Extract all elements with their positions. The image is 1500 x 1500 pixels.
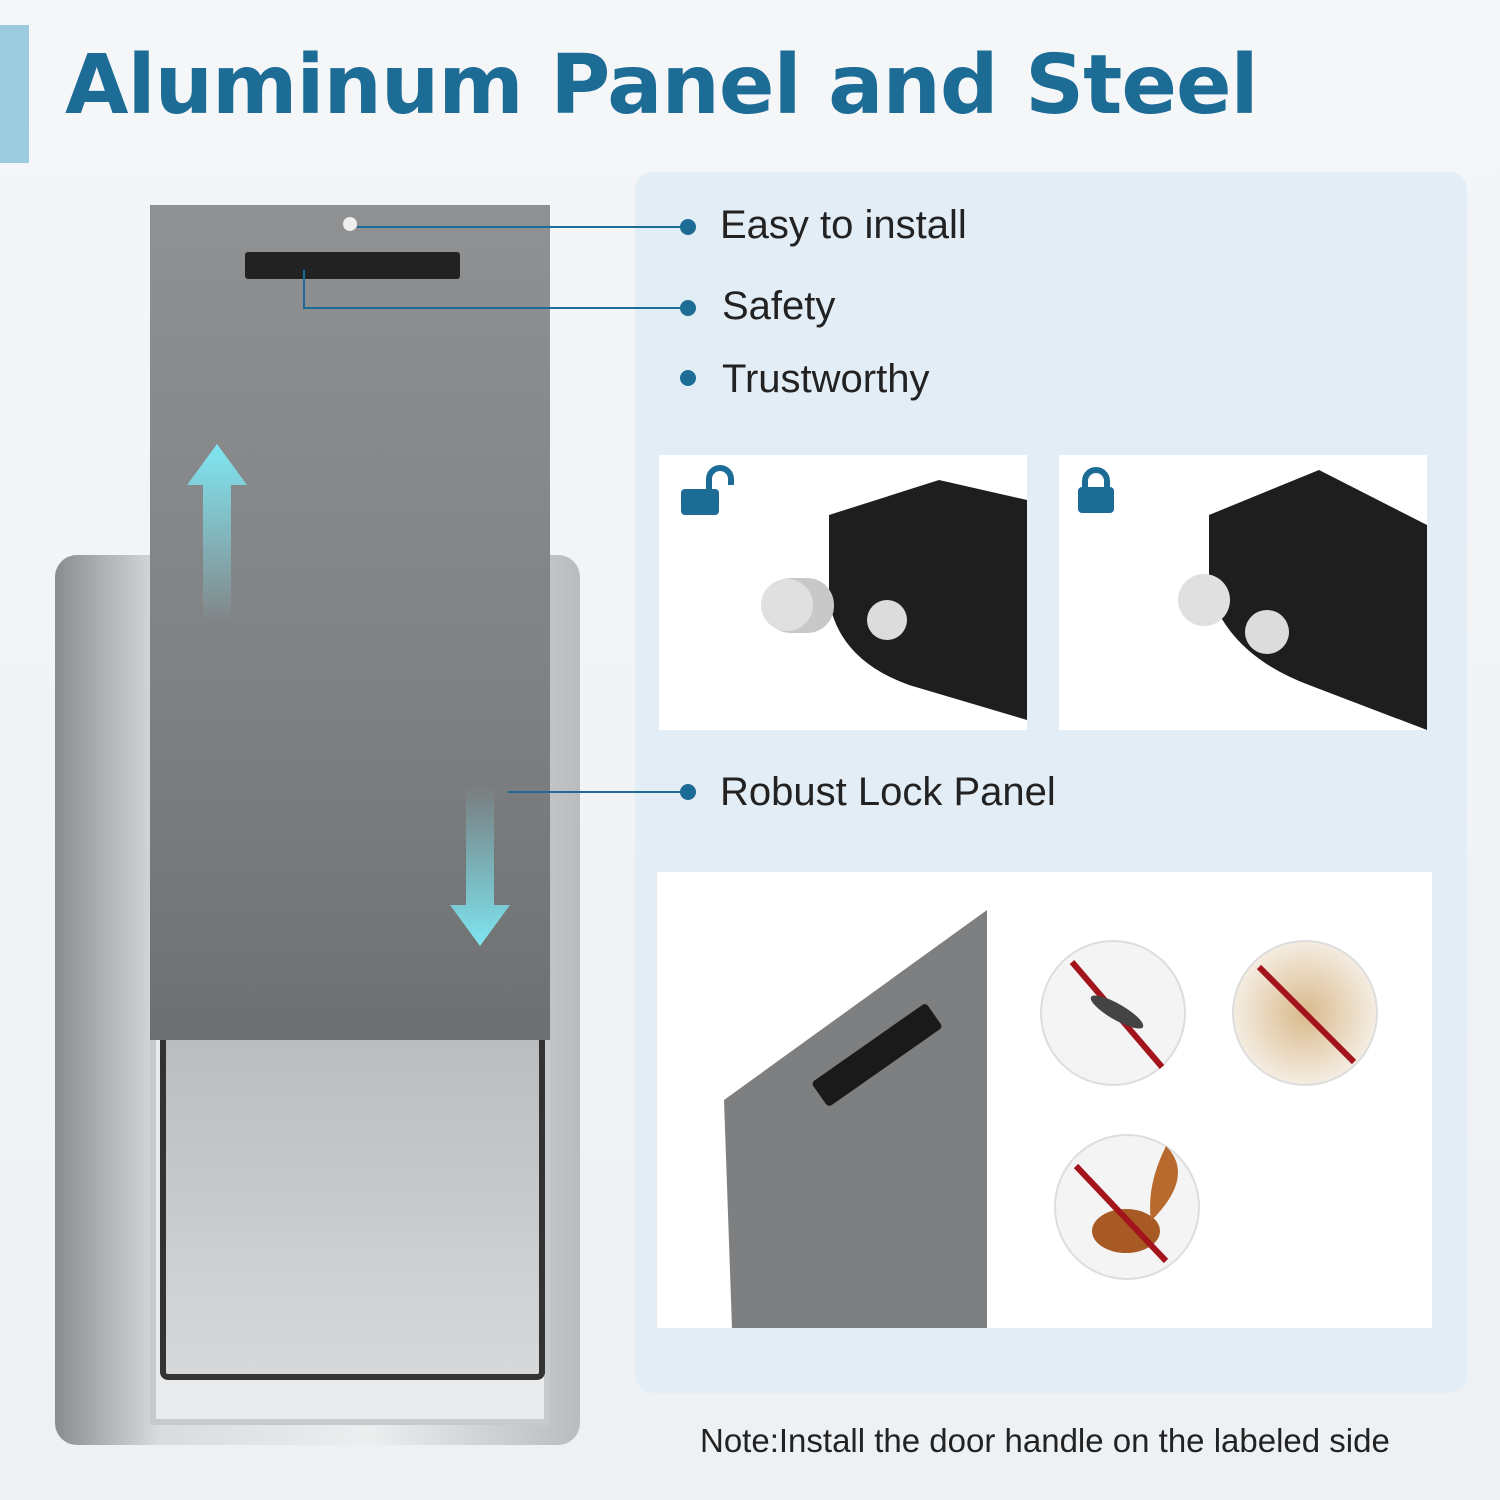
feature-robust-lock: Robust Lock Panel [720, 770, 1056, 814]
unlocked-padlock-icon [681, 465, 734, 515]
feature-trustworthy: Trustworthy [722, 357, 930, 401]
page-title: Aluminum Panel and Steel [65, 38, 1259, 133]
connector-line [357, 226, 687, 228]
feature-easy-install: Easy to install [720, 203, 967, 247]
door-flap [160, 1020, 545, 1380]
no-dust-icon [1232, 940, 1378, 1086]
bullet-dot [680, 219, 696, 235]
no-mosquito-icon [1040, 940, 1186, 1086]
lock-bolt-extended [1178, 470, 1427, 730]
bullet-dot [680, 370, 696, 386]
panel-hole [343, 217, 357, 231]
arrow-up-icon [187, 444, 247, 625]
arrow-down-icon [450, 784, 510, 946]
locked-padlock-icon [1078, 467, 1114, 513]
locked-state-card [1059, 455, 1427, 730]
no-squirrel-icon [1054, 1134, 1200, 1280]
bullet-dot [680, 784, 696, 800]
bullet-dot [680, 300, 696, 316]
feature-safety: Safety [722, 284, 836, 328]
lock-bolt-retracted [761, 480, 1027, 720]
unlocked-state-card [659, 455, 1027, 730]
install-note: Note:Install the door handle on the labe… [700, 1422, 1390, 1459]
panel-handle [245, 252, 460, 279]
connector-line [303, 270, 305, 309]
connector-line [508, 791, 688, 793]
lock-panel-illustration [724, 910, 987, 1328]
connector-line [303, 307, 687, 309]
protection-card [657, 872, 1432, 1328]
accent-bar [0, 25, 29, 163]
